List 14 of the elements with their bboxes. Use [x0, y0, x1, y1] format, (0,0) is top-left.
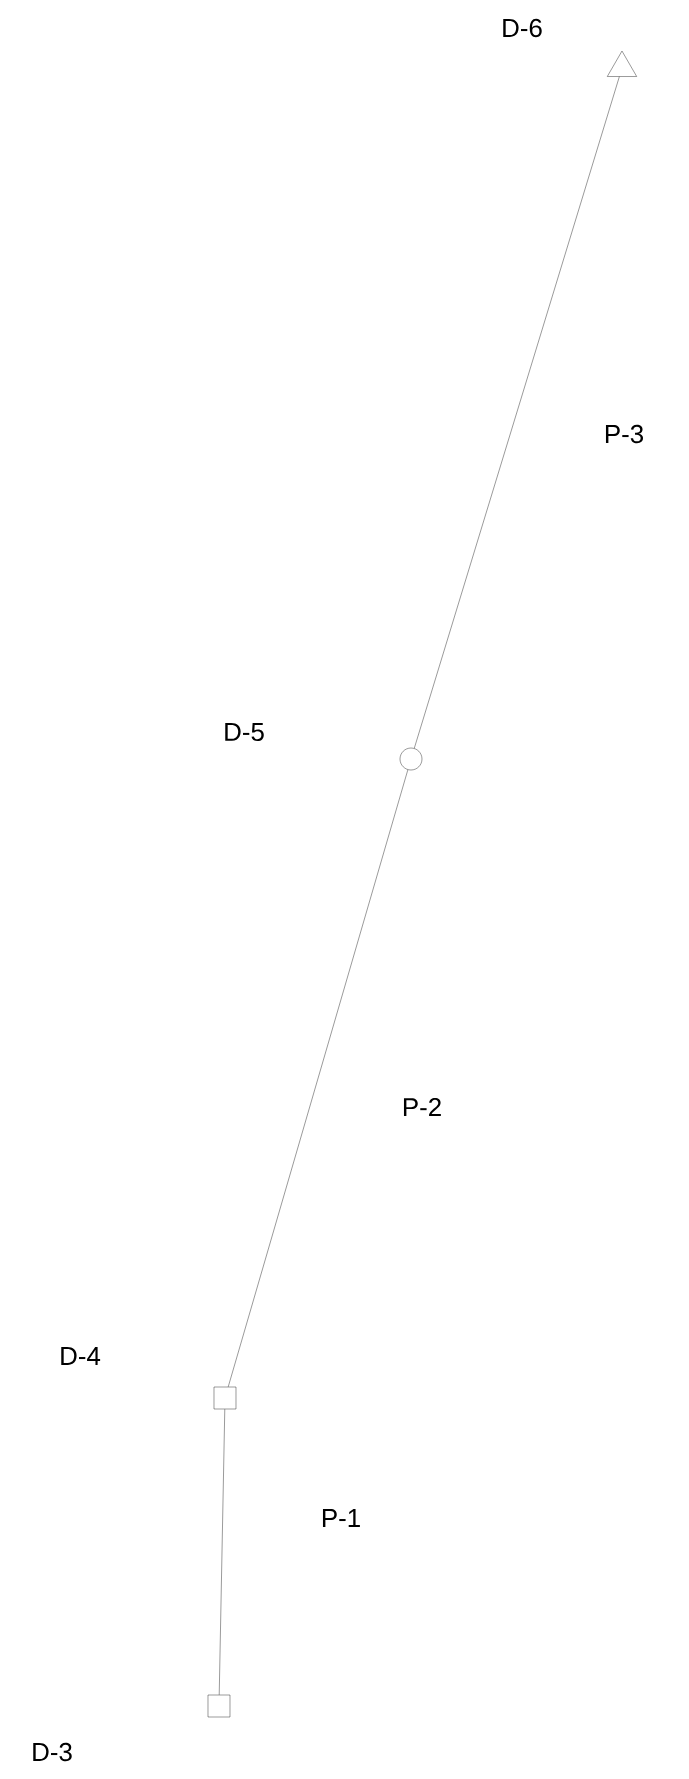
point-label: D-6 [503, 18, 542, 38]
edge-label: P-3 [605, 424, 643, 444]
connector-line [414, 76, 620, 749]
square-symbol [207, 1694, 231, 1718]
circle-symbol [399, 747, 423, 771]
edge-label: P-1 [322, 1509, 360, 1527]
point-label: D-4 [61, 1347, 101, 1365]
triangle-symbol [607, 50, 637, 77]
connector-line [228, 769, 409, 1387]
connector-line [219, 1409, 225, 1695]
point-label: D-5 [225, 722, 264, 742]
point-label: D-3 [33, 1742, 72, 1762]
square-symbol [213, 1386, 237, 1410]
edge-label: P-2 [403, 1097, 441, 1117]
